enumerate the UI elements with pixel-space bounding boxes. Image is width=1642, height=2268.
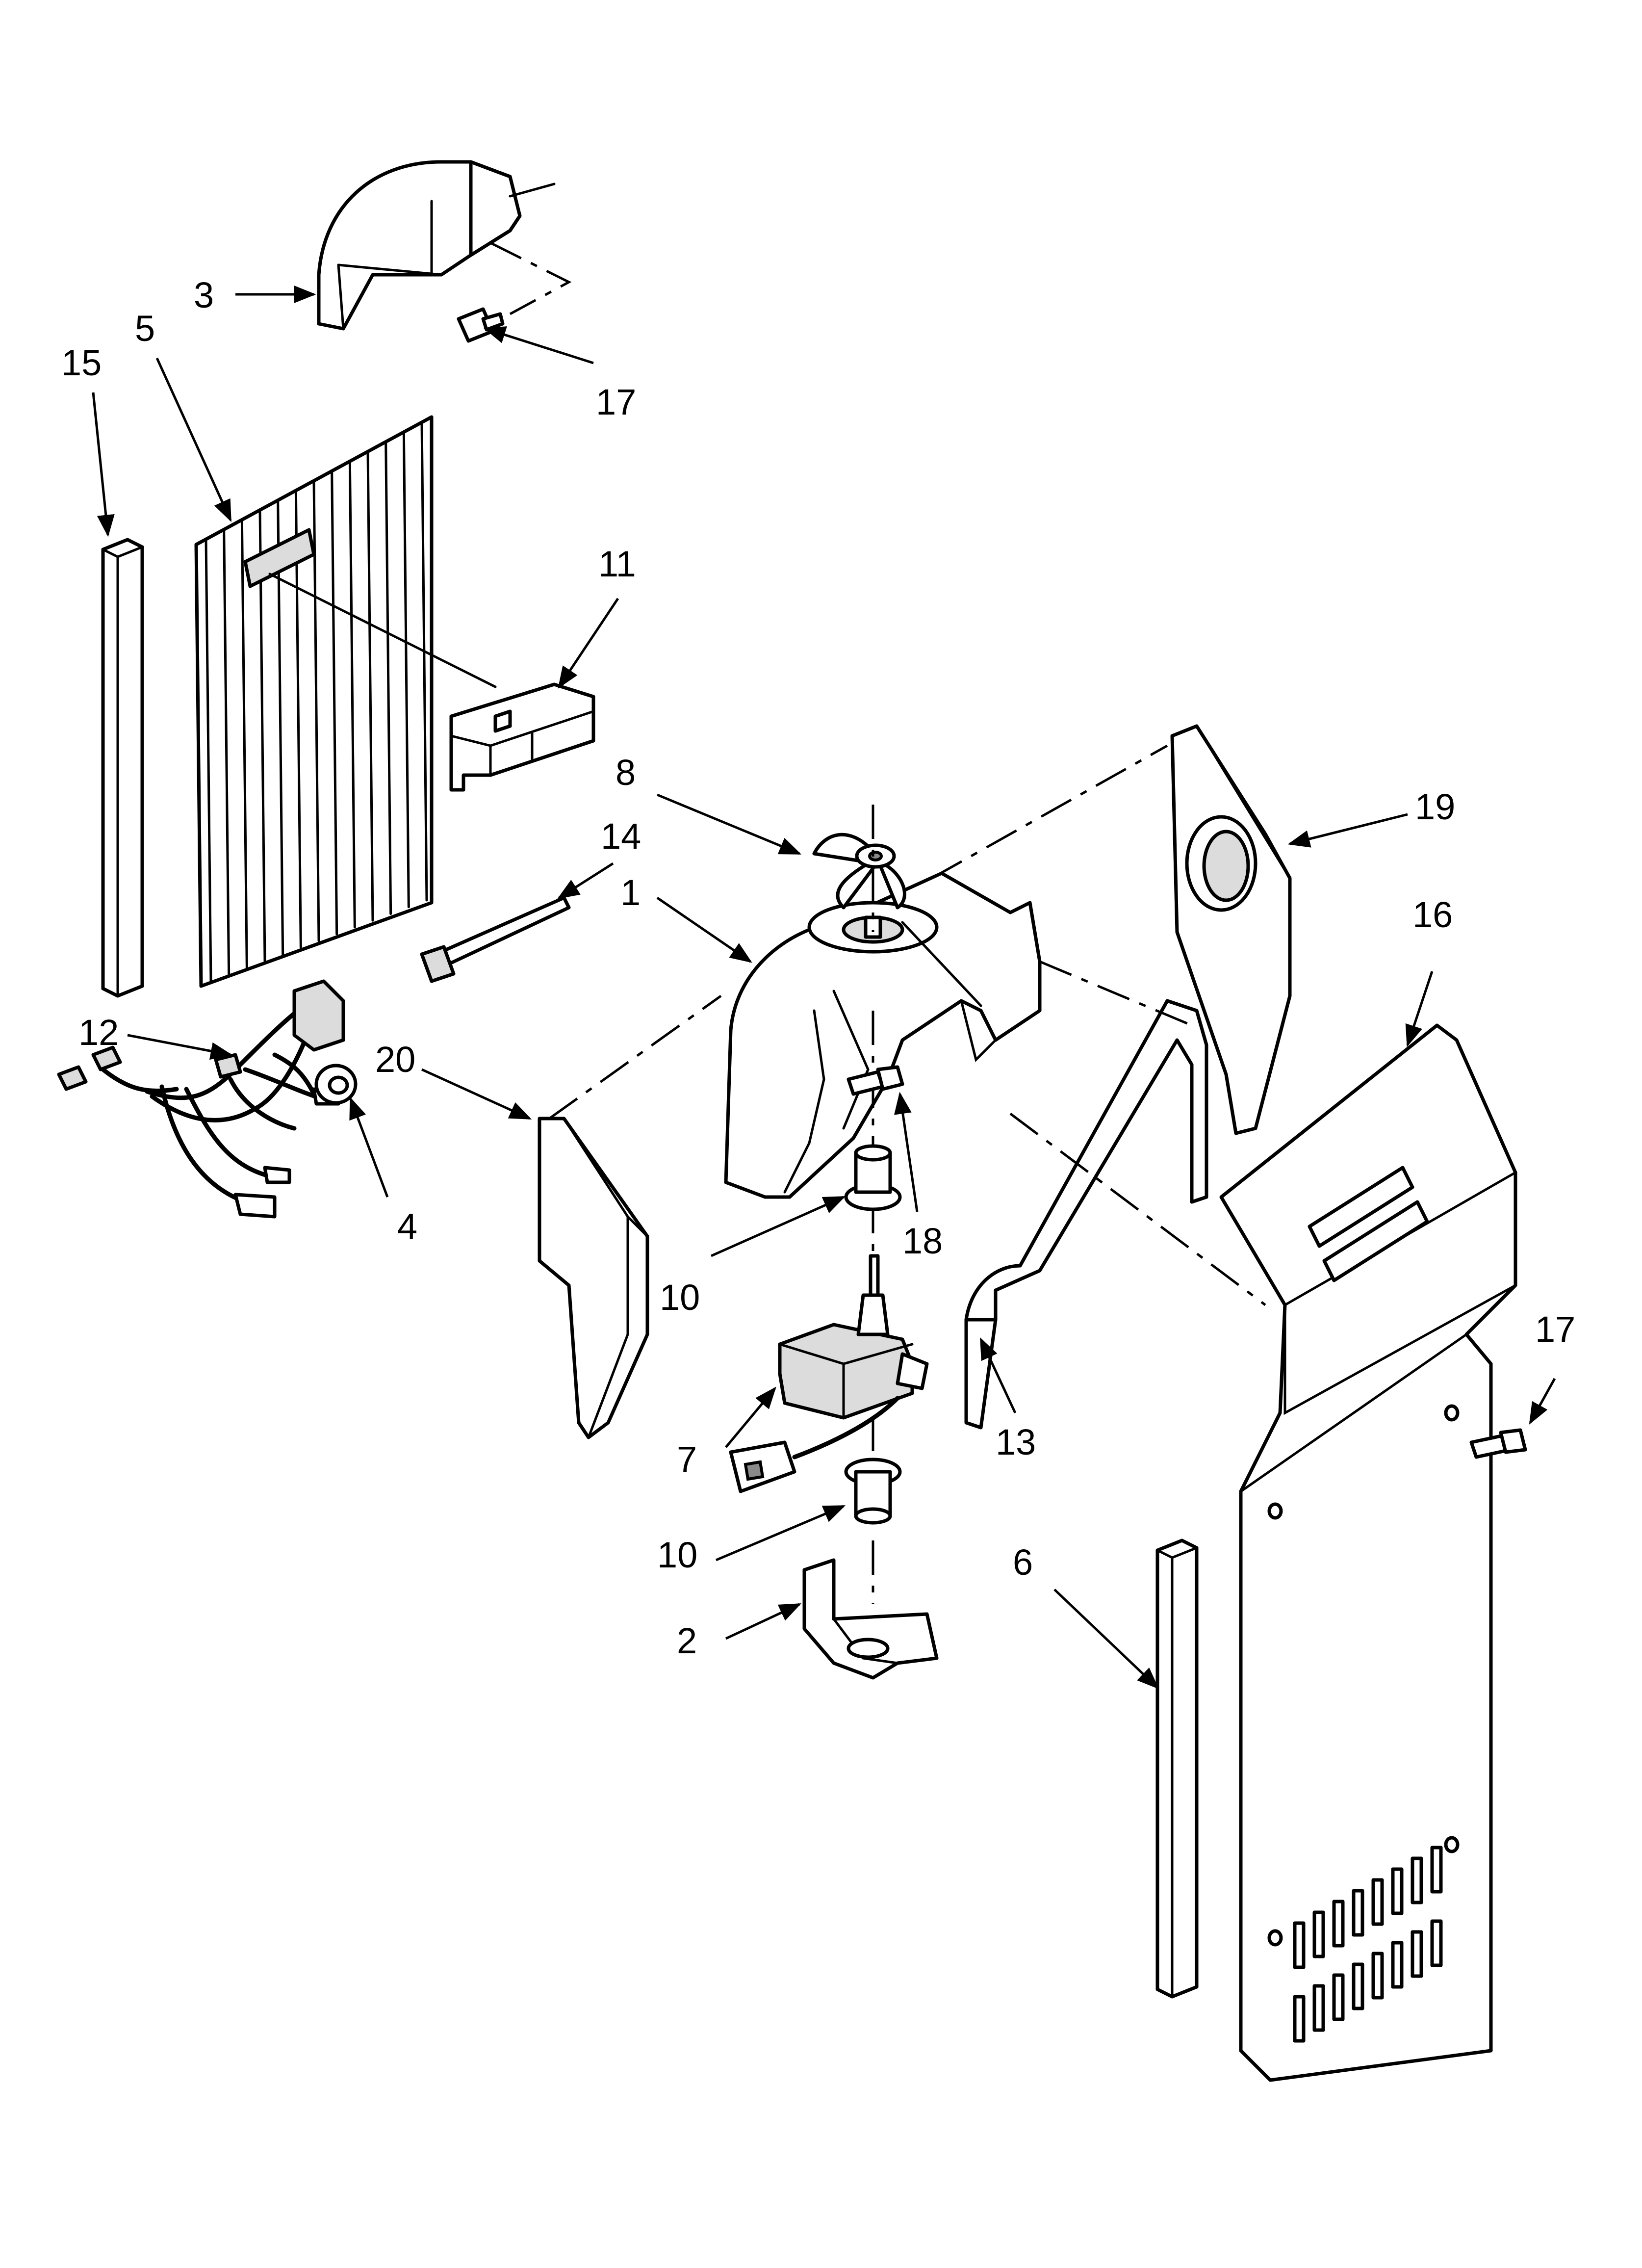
- part-17-screw-right: [1469, 1428, 1527, 1459]
- part-3-duct-cover: [317, 160, 572, 331]
- callout-14: 14: [601, 816, 641, 857]
- heater-grid-wire: [223, 528, 231, 976]
- part-16-rear-panel: [1219, 1023, 1517, 2082]
- vent-slot: [1312, 1910, 1325, 1958]
- part-1-fan-housing: [724, 871, 1042, 1199]
- vent-slot: [1312, 1984, 1325, 2032]
- heater-grid-wire: [366, 450, 374, 922]
- heater-grid-wire: [420, 420, 428, 902]
- part-18-screw: [847, 1065, 904, 1096]
- vent-slot: [1391, 1941, 1404, 1989]
- part-6-gasket-strip: [1155, 1538, 1199, 1999]
- callout-labels: 3 17 15 5 11 8 14 1 12 20 4 18 10 13 19 …: [61, 275, 1575, 1661]
- heater-grid-wire: [385, 440, 392, 915]
- heater-grid-wire: [312, 479, 320, 942]
- part-8-fan-blade: [812, 833, 906, 910]
- callout-15: 15: [61, 342, 102, 383]
- callout-4: 4: [397, 1206, 417, 1247]
- assembly-line-13: [1039, 960, 1192, 1027]
- heater-grid-wire: [277, 499, 284, 956]
- vent-slot: [1371, 1878, 1384, 1926]
- vent-slot: [1352, 1889, 1364, 1937]
- vent-slot: [1391, 1867, 1404, 1915]
- vent-slot: [1293, 1995, 1306, 2043]
- assembly-line-19: [931, 744, 1168, 880]
- callout-19: 19: [1415, 786, 1455, 827]
- vent-slot: [1430, 1919, 1443, 1967]
- callout-20: 20: [375, 1039, 415, 1080]
- heater-grid-wire: [258, 509, 266, 963]
- assembly-line-16: [1009, 1113, 1266, 1306]
- callout-6: 6: [1013, 1542, 1033, 1583]
- vent-slot: [1371, 1952, 1384, 2000]
- callout-3: 3: [194, 275, 214, 315]
- part-10-mount-upper: [844, 1144, 902, 1211]
- part-7-fan-motor: [729, 1254, 929, 1493]
- callout-12: 12: [78, 1012, 119, 1053]
- heater-grid-wire: [402, 430, 410, 909]
- assembly-line-20: [548, 994, 722, 1120]
- heater-grid-wire: [205, 538, 212, 983]
- vent-slot: [1411, 1930, 1423, 1978]
- part-19-baffle: [1170, 724, 1292, 1135]
- callout-16: 16: [1412, 894, 1453, 935]
- callout-2: 2: [677, 1620, 697, 1661]
- part-2-motor-bracket: [802, 1558, 939, 1680]
- callout-1: 1: [620, 872, 641, 913]
- part-15-gasket-strip: [101, 538, 144, 998]
- vent-slot: [1332, 1973, 1345, 2021]
- heater-grid-wire: [348, 460, 356, 929]
- vent-slot: [1430, 1846, 1443, 1894]
- callout-10-lower: 10: [657, 1535, 697, 1575]
- part-5-heater-grid: [194, 415, 497, 988]
- part-11-bracket: [449, 682, 595, 792]
- part-20-side-block: [538, 1117, 649, 1439]
- heater-grid-wire: [294, 489, 302, 949]
- callout-18: 18: [902, 1221, 943, 1261]
- part-14-cable-tie: [420, 896, 571, 983]
- callout-10-upper: 10: [660, 1277, 700, 1318]
- callout-7: 7: [677, 1439, 697, 1480]
- vent-slot: [1352, 1962, 1364, 2010]
- callout-11: 11: [598, 544, 636, 584]
- callout-8: 8: [616, 752, 636, 793]
- callout-17-right: 17: [1535, 1309, 1575, 1350]
- heater-grid-wire: [331, 469, 338, 936]
- part-13-u-gasket: [964, 999, 1208, 1430]
- vent-slot: [1332, 1900, 1345, 1948]
- leaders: [92, 286, 1556, 1690]
- vent-slot: [1411, 1856, 1423, 1904]
- part-10-mount-lower: [844, 1458, 902, 1525]
- heater-grid-wire: [240, 519, 248, 969]
- vent-slot: [1293, 1921, 1306, 1969]
- callout-17-top: 17: [596, 382, 636, 422]
- part-17-screw-top: [457, 307, 505, 343]
- part-4-grommet: [314, 1064, 358, 1105]
- callout-5: 5: [135, 308, 155, 349]
- callout-13: 13: [996, 1422, 1036, 1462]
